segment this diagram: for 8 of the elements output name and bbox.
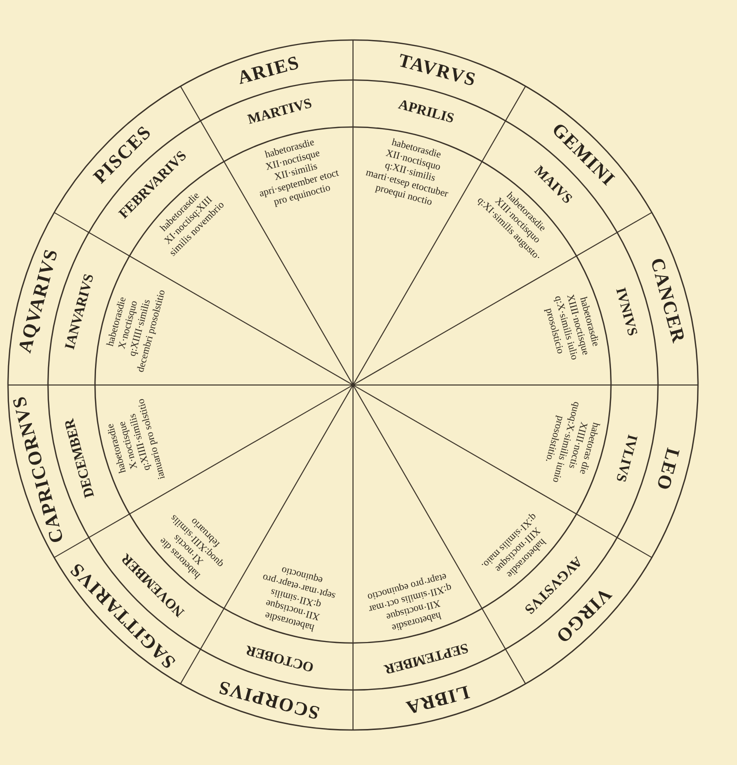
zodiac-sign-label: TAVRVS [396, 50, 478, 92]
zodiac-sign-label: LEO [650, 445, 684, 493]
zodiac-sign-label: CANCER [645, 256, 689, 346]
month-name-label: IVNIVS [611, 286, 640, 338]
month-name-label: IVLIVS [611, 432, 640, 484]
zodiac-sign-label: ARIES [236, 52, 302, 90]
zodiac-sign-label: LIBRA [402, 680, 472, 718]
month-name-label: APRILIS [396, 98, 456, 128]
